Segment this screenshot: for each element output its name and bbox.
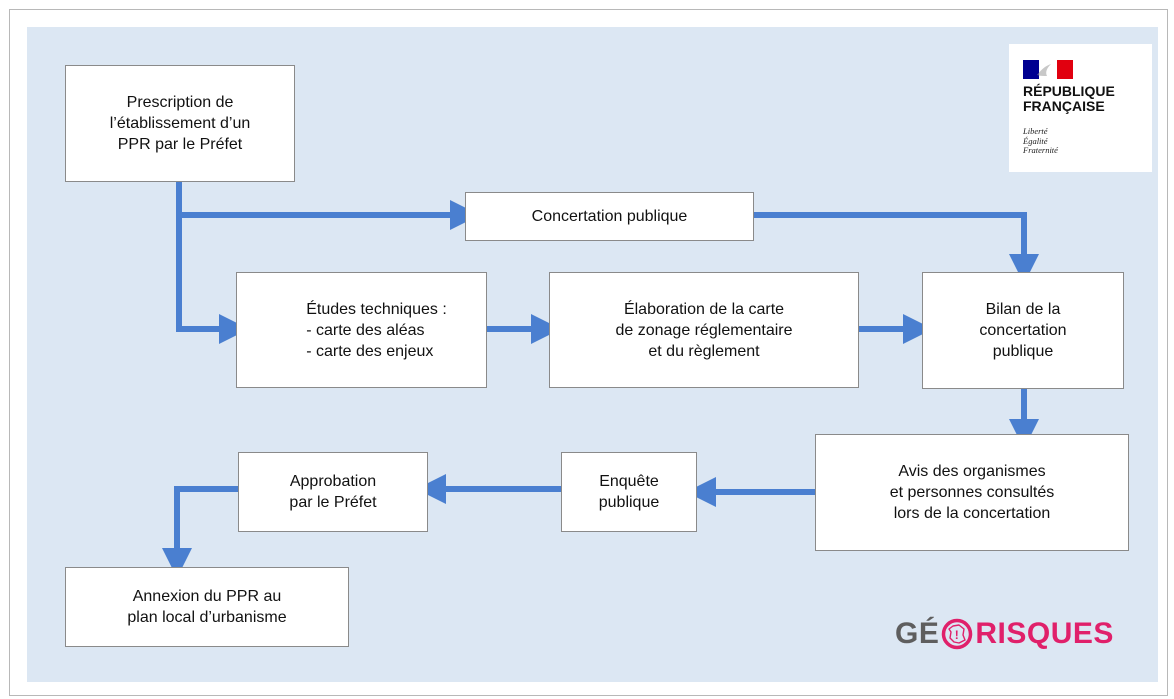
georisques-prefix: GÉ bbox=[895, 617, 940, 650]
republique-francaise-name: RÉPUBLIQUE FRANÇAISE bbox=[1023, 83, 1115, 114]
france-circle-icon: ! bbox=[942, 618, 973, 650]
step-concertation: Concertation publique bbox=[465, 192, 754, 241]
marianne-flag-icon bbox=[1023, 60, 1073, 79]
step-elaboration: Élaboration de la carte de zonage réglem… bbox=[549, 272, 859, 388]
arrow-approbation-to-annexion bbox=[162, 486, 238, 578]
step-approbation: Approbation par le Préfet bbox=[238, 452, 428, 532]
georisques-suffix: RISQUES bbox=[975, 617, 1114, 650]
step-etudes: Études techniques : - carte des aléas - … bbox=[236, 272, 487, 388]
svg-text:!: ! bbox=[955, 628, 960, 642]
step-avis: Avis des organismes et personnes consult… bbox=[815, 434, 1129, 551]
republique-francaise-logo: RÉPUBLIQUE FRANÇAISE Liberté Égalité Fra… bbox=[1009, 44, 1152, 172]
arrow-prescription-to-concertation bbox=[176, 182, 480, 230]
arrow-concertation-to-bilan bbox=[754, 212, 1039, 284]
step-annexion: Annexion du PPR au plan local d’urbanism… bbox=[65, 567, 349, 647]
arrow-prescription-to-etudes bbox=[176, 215, 249, 344]
step-enquete: Enquête publique bbox=[561, 452, 697, 532]
georisques-logo: GÉ ! RISQUES bbox=[895, 612, 1114, 656]
republique-francaise-motto: Liberté Égalité Fraternité bbox=[1023, 126, 1058, 155]
step-bilan: Bilan de la concertation publique bbox=[922, 272, 1124, 389]
step-prescription: Prescription de l’établissement d’un PPR… bbox=[65, 65, 295, 182]
